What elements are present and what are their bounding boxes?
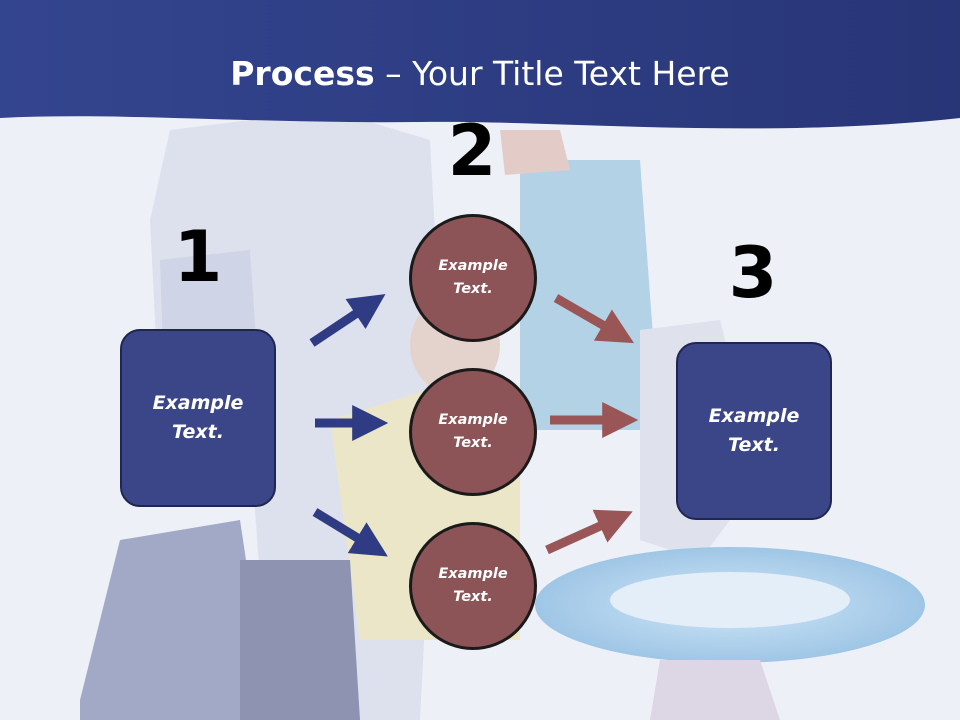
circle-top-line2: Text.	[453, 281, 493, 297]
title-rest: – Your Title Text Here	[374, 54, 730, 93]
left-box-line2: Text.	[172, 421, 224, 443]
right-process-box: Example Text.	[676, 342, 832, 520]
left-box-line1: Example	[152, 392, 244, 414]
right-box-line2: Text.	[728, 434, 780, 456]
left-process-box: Example Text.	[120, 329, 276, 507]
circle-top-line1: Example	[438, 258, 508, 274]
right-box-line1: Example	[708, 405, 800, 427]
circle-middle-line2: Text.	[453, 435, 493, 451]
title-bold: Process	[230, 54, 375, 93]
step-number-1: 1	[173, 216, 223, 298]
slide-title: Process – Your Title Text Here	[0, 52, 960, 96]
step-number-2: 2	[447, 110, 497, 192]
process-circle-top: Example Text.	[409, 214, 537, 342]
step-number-3: 3	[728, 232, 778, 314]
process-circle-bottom: Example Text.	[409, 522, 537, 650]
process-circle-middle: Example Text.	[409, 368, 537, 496]
circle-bottom-line2: Text.	[453, 589, 493, 605]
circle-bottom-line1: Example	[438, 566, 508, 582]
circle-middle-line1: Example	[438, 412, 508, 428]
